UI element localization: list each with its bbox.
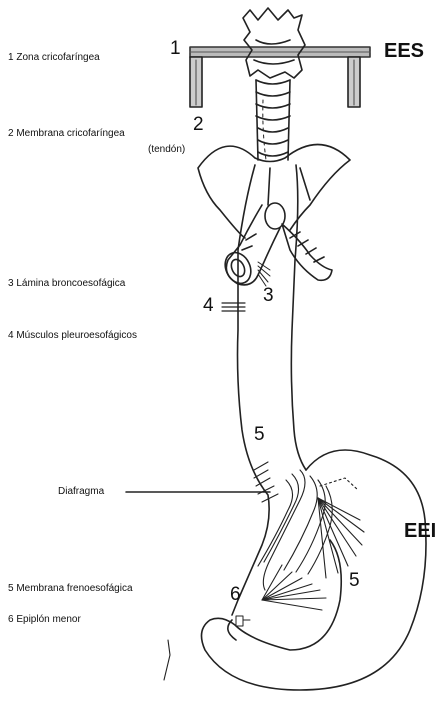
marker-5-lower: 5 — [349, 570, 360, 592]
bronchi — [220, 203, 332, 288]
label-cricopharyngeal-membrane: 2 Membrana cricofaríngea — [8, 128, 125, 139]
marker-3: 3 — [263, 285, 274, 307]
upper-sphincter-clamp — [190, 47, 370, 107]
trachea — [256, 80, 290, 160]
pleuroesophageal-muscles — [222, 303, 245, 311]
label-upper-sphincter: EES — [384, 40, 424, 63]
marker-2: 2 — [193, 114, 204, 136]
label-lower-sphincter: EEI — [404, 520, 436, 543]
label-cricopharyngeal-zone: 1 Zona cricofaríngea — [8, 52, 100, 63]
marker-1: 1 — [170, 38, 181, 60]
stomach — [201, 450, 426, 690]
label-pleuroesophageal-muscles: 4 Músculos pleuroesofágicos — [8, 330, 137, 341]
marker-4: 4 — [203, 295, 214, 317]
label-bronchoesophageal-lamina: 3 Lámina broncoesofágica — [8, 278, 125, 289]
marker-6: 6 — [230, 584, 241, 606]
larynx — [243, 8, 305, 78]
pleura-outline — [198, 144, 350, 238]
label-lesser-omentum: 6 Epiplón menor — [8, 614, 81, 625]
cardia-bundles — [164, 462, 364, 680]
label-tendon: (tendón) — [148, 144, 185, 155]
label-phrenoesophageal-membrane: 5 Membrana frenoesofágica — [8, 583, 133, 594]
marker-5-upper: 5 — [254, 424, 265, 446]
label-diaphragm: Diafragma — [58, 486, 104, 497]
